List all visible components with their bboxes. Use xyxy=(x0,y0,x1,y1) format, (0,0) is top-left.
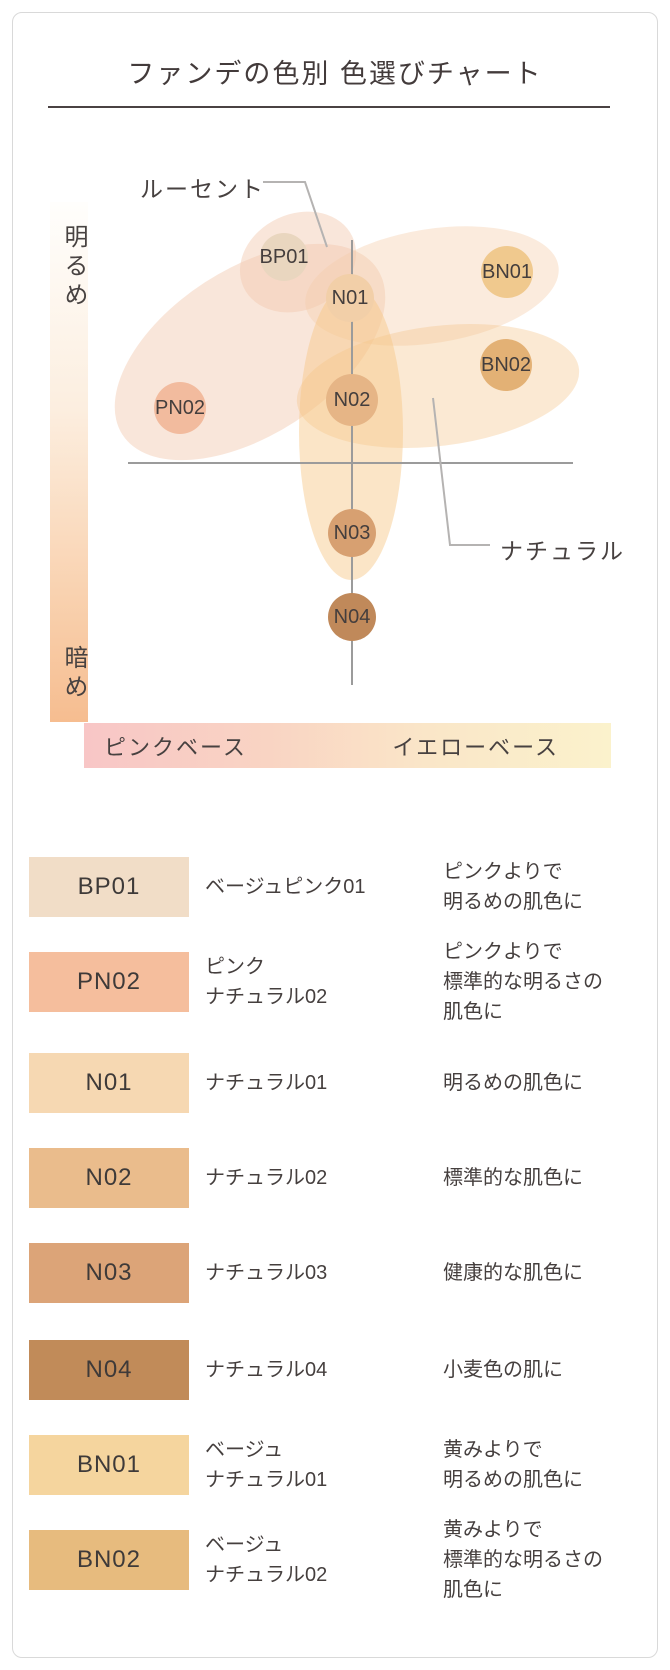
shade-desc-line: 小麦色の肌に xyxy=(443,1359,563,1381)
shade-name-line: ベージュ xyxy=(205,1439,284,1461)
shade-desc-line: 明るめの肌色に xyxy=(443,891,583,913)
point-pn02: PN02 xyxy=(154,382,206,434)
point-n04: N04 xyxy=(328,593,376,641)
shade-name: ナチュラル01 xyxy=(205,1053,425,1113)
shade-desc-line: 黄みよりで xyxy=(443,1519,543,1541)
shade-name-line: ナチュラル02 xyxy=(205,1564,328,1586)
shade-name-line: ナチュラル02 xyxy=(205,986,328,1008)
shade-name-line: ベージュ xyxy=(205,1534,284,1556)
point-bn02: BN02 xyxy=(480,339,532,391)
legend-row-bn01: BN01 ベージュナチュラル01 黄みよりで明るめの肌色に xyxy=(29,1435,641,1495)
shade-description: ピンクよりで標準的な明るさの肌色に xyxy=(443,941,643,1023)
shade-name-line: ベージュピンク01 xyxy=(205,876,366,898)
color-swatch: PN02 xyxy=(29,952,189,1012)
color-swatch: BN02 xyxy=(29,1530,189,1590)
lucent-region-label: ルーセント xyxy=(140,176,265,202)
natural-region-label: ナチュラル xyxy=(500,538,625,564)
shade-name-line: ナチュラル03 xyxy=(205,1262,328,1284)
color-swatch: N03 xyxy=(29,1243,189,1303)
shade-desc-line: 明るめの肌色に xyxy=(443,1469,583,1491)
brightness-top-label: 明るめ xyxy=(60,224,87,311)
point-n03: N03 xyxy=(328,509,376,557)
lucent-pointer-line xyxy=(263,181,328,248)
shade-name-line: ナチュラル02 xyxy=(205,1167,328,1189)
shade-description: 黄みよりで標準的な明るさの肌色に xyxy=(443,1519,643,1601)
brightness-gradient-bar xyxy=(50,202,88,722)
pink-base-label: ピンクベース xyxy=(104,734,247,760)
pointer-lines xyxy=(263,181,490,546)
shade-desc-line: 明るめの肌色に xyxy=(443,1072,583,1094)
shade-description: ピンクよりで明るめの肌色に xyxy=(443,857,643,917)
point-bp01: BP01 xyxy=(260,233,308,281)
shade-name: ベージュナチュラル01 xyxy=(205,1435,425,1495)
shade-desc-line: ピンクよりで xyxy=(443,941,563,963)
natural-pointer-line xyxy=(432,397,490,546)
shade-desc-line: 標準的な肌色に xyxy=(443,1167,583,1189)
point-n01: N01 xyxy=(326,274,374,322)
shade-description: 小麦色の肌に xyxy=(443,1340,643,1400)
shade-description: 明るめの肌色に xyxy=(443,1053,643,1113)
base-gradient-bar: ピンクベース イエローベース xyxy=(84,723,611,768)
color-swatch: BN01 xyxy=(29,1435,189,1495)
shade-name: ナチュラル02 xyxy=(205,1148,425,1208)
shade-desc-line: ピンクよりで xyxy=(443,861,563,883)
legend-row-pn02: PN02 ピンクナチュラル02 ピンクよりで標準的な明るさの肌色に xyxy=(29,941,643,1023)
title-underline xyxy=(48,106,610,108)
shade-name-line: ナチュラル04 xyxy=(205,1359,328,1381)
legend-row-n03: N03 ナチュラル03 健康的な肌色に xyxy=(29,1243,641,1303)
color-swatch: BP01 xyxy=(29,857,189,917)
color-swatch: N04 xyxy=(29,1340,189,1400)
shade-name-line: ナチュラル01 xyxy=(205,1072,328,1094)
point-bn01: BN01 xyxy=(481,246,533,298)
page-title: ファンデの色別 色選びチャート xyxy=(127,59,543,89)
brightness-bottom-label: 暗め xyxy=(60,645,87,703)
color-swatch: N02 xyxy=(29,1148,189,1208)
shade-description: 健康的な肌色に xyxy=(443,1243,643,1303)
shade-name-line: ピンク xyxy=(205,956,265,978)
shade-desc-line: 標準的な明るさの xyxy=(443,1549,603,1571)
yellow-base-label: イエローベース xyxy=(392,734,559,760)
point-n02: N02 xyxy=(326,374,378,426)
legend-row-n02: N02 ナチュラル02 標準的な肌色に xyxy=(29,1148,641,1208)
shade-desc-line: 肌色に xyxy=(443,1001,503,1023)
shade-name-line: ナチュラル01 xyxy=(205,1469,328,1491)
shade-name: ナチュラル04 xyxy=(205,1340,425,1400)
shade-description: 標準的な肌色に xyxy=(443,1148,643,1208)
shade-desc-line: 健康的な肌色に xyxy=(443,1262,583,1284)
legend-row-bp01: BP01 ベージュピンク01 ピンクよりで明るめの肌色に xyxy=(29,857,641,917)
shade-desc-line: 標準的な明るさの xyxy=(443,971,603,993)
legend-row-n04: N04 ナチュラル04 小麦色の肌に xyxy=(29,1340,641,1400)
color-swatch: N01 xyxy=(29,1053,189,1113)
shade-name: ベージュナチュラル02 xyxy=(205,1530,425,1590)
shade-desc-line: 黄みよりで xyxy=(443,1439,543,1461)
shade-desc-line: 肌色に xyxy=(443,1579,503,1601)
legend-row-n01: N01 ナチュラル01 明るめの肌色に xyxy=(29,1053,641,1113)
legend-row-bn02: BN02 ベージュナチュラル02 黄みよりで標準的な明るさの肌色に xyxy=(29,1519,643,1601)
shade-name: ピンクナチュラル02 xyxy=(205,952,425,1012)
shade-description: 黄みよりで明るめの肌色に xyxy=(443,1435,643,1495)
shade-name: ベージュピンク01 xyxy=(205,857,425,917)
shade-name: ナチュラル03 xyxy=(205,1243,425,1303)
